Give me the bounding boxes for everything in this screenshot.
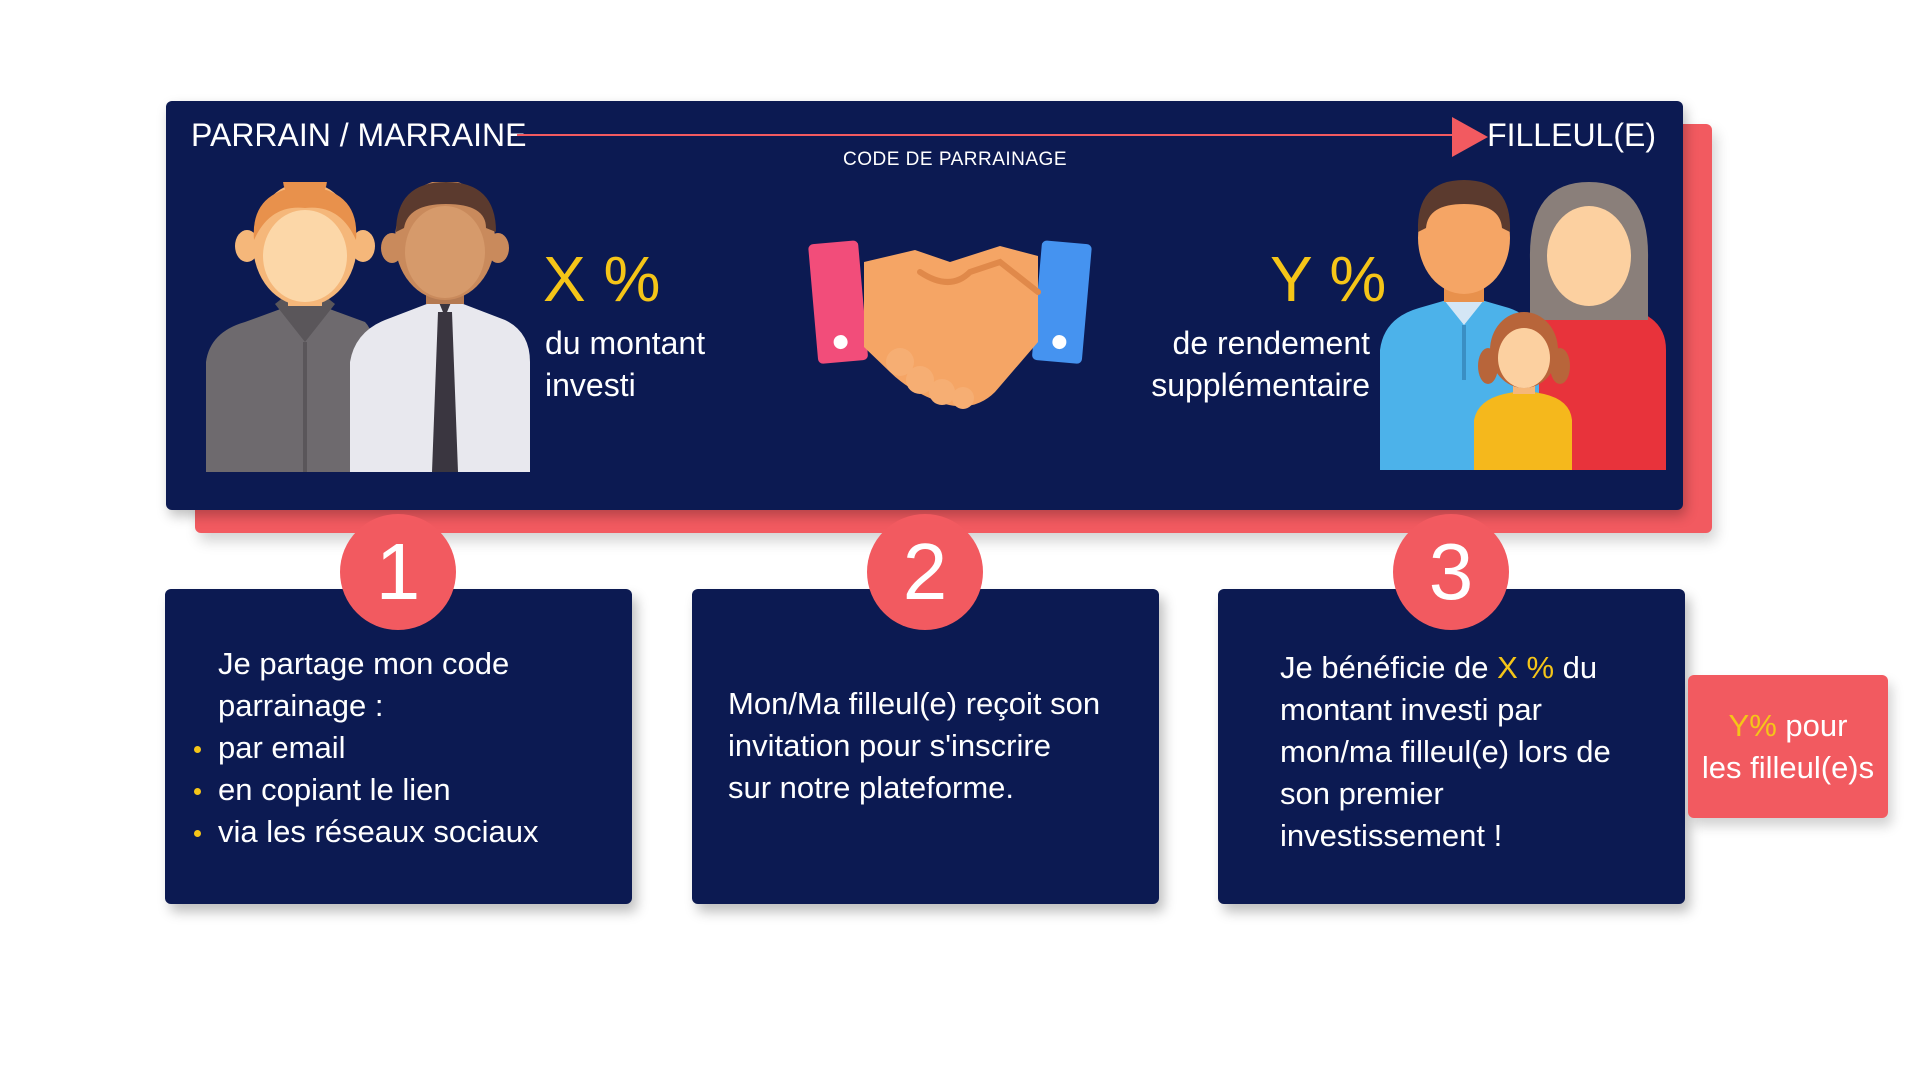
referee-reward-line: supplémentaire bbox=[1151, 367, 1370, 403]
step-3-line: Je bénéficie de X % du bbox=[1280, 647, 1650, 689]
step-3-text: Je bénéficie de X % du montant investi p… bbox=[1280, 647, 1650, 857]
step-1-text: Je partage mon code parrainage : par ema… bbox=[194, 643, 598, 853]
step-3-highlight: X % bbox=[1497, 650, 1555, 685]
referee-label: FILLEUL(E) bbox=[1487, 117, 1656, 153]
step-3-line: investissement ! bbox=[1280, 818, 1503, 853]
step-1-intro: parrainage : bbox=[218, 688, 384, 723]
referee-bonus-tag: Y% pour les filleul(e)s bbox=[1688, 675, 1888, 818]
step-3-text-prefix: Je bénéficie de bbox=[1280, 650, 1498, 685]
sponsor-reward-value: X % bbox=[543, 243, 661, 315]
referral-code-label: CODE DE PARRAINAGE bbox=[842, 149, 1068, 170]
sponsor-reward-line: investi bbox=[545, 367, 636, 403]
family-icon bbox=[1380, 180, 1666, 470]
step-card-reward bbox=[1218, 589, 1685, 904]
share-method-list: par email en copiant le lien via les rés… bbox=[194, 727, 598, 853]
step-card-share-code bbox=[165, 589, 632, 904]
step-card-invitation bbox=[692, 589, 1159, 904]
step-3-line: mon/ma filleul(e) lors de bbox=[1280, 734, 1611, 769]
share-method-item: en copiant le lien bbox=[194, 769, 598, 811]
step-3-line: son premier bbox=[1280, 776, 1444, 811]
step-number-badge: 3 bbox=[1393, 514, 1509, 630]
step-number-badge: 2 bbox=[867, 514, 983, 630]
referee-bonus-line: Y% pour bbox=[1688, 705, 1888, 747]
sponsor-reward-description: du montant investi bbox=[545, 322, 805, 406]
step-2-line: invitation pour s'inscrire bbox=[728, 728, 1051, 763]
share-method-item: via les réseaux sociaux bbox=[194, 811, 598, 853]
arrow-right-icon bbox=[1452, 117, 1488, 157]
step-2-line: Mon/Ma filleul(e) reçoit son bbox=[728, 686, 1101, 721]
step-number-badge: 1 bbox=[340, 514, 456, 630]
step-2-text: Mon/Ma filleul(e) reçoit son invitation … bbox=[728, 683, 1128, 809]
referee-bonus-suffix: pour bbox=[1776, 707, 1848, 743]
step-2-line: sur notre plateforme. bbox=[728, 770, 1015, 805]
sponsor-reward-line: du montant bbox=[545, 325, 706, 361]
share-method-item: par email bbox=[194, 727, 598, 769]
referee-reward-value: Y % bbox=[1270, 243, 1387, 315]
referee-reward-description: de rendement supplémentaire bbox=[1090, 322, 1370, 406]
step-1-intro: Je partage mon code bbox=[218, 646, 510, 681]
arrow-line bbox=[517, 134, 1457, 136]
sponsor-label: PARRAIN / MARRAINE bbox=[191, 117, 527, 153]
step-3-text-suffix: du bbox=[1554, 650, 1598, 685]
sponsor-couple-icon bbox=[206, 182, 530, 472]
referee-reward-line: de rendement bbox=[1172, 325, 1370, 361]
referee-bonus-line: les filleul(e)s bbox=[1701, 749, 1875, 785]
referee-bonus-highlight: Y% bbox=[1728, 707, 1777, 743]
step-3-line: montant investi par bbox=[1280, 692, 1542, 727]
handshake-icon bbox=[808, 240, 1092, 409]
